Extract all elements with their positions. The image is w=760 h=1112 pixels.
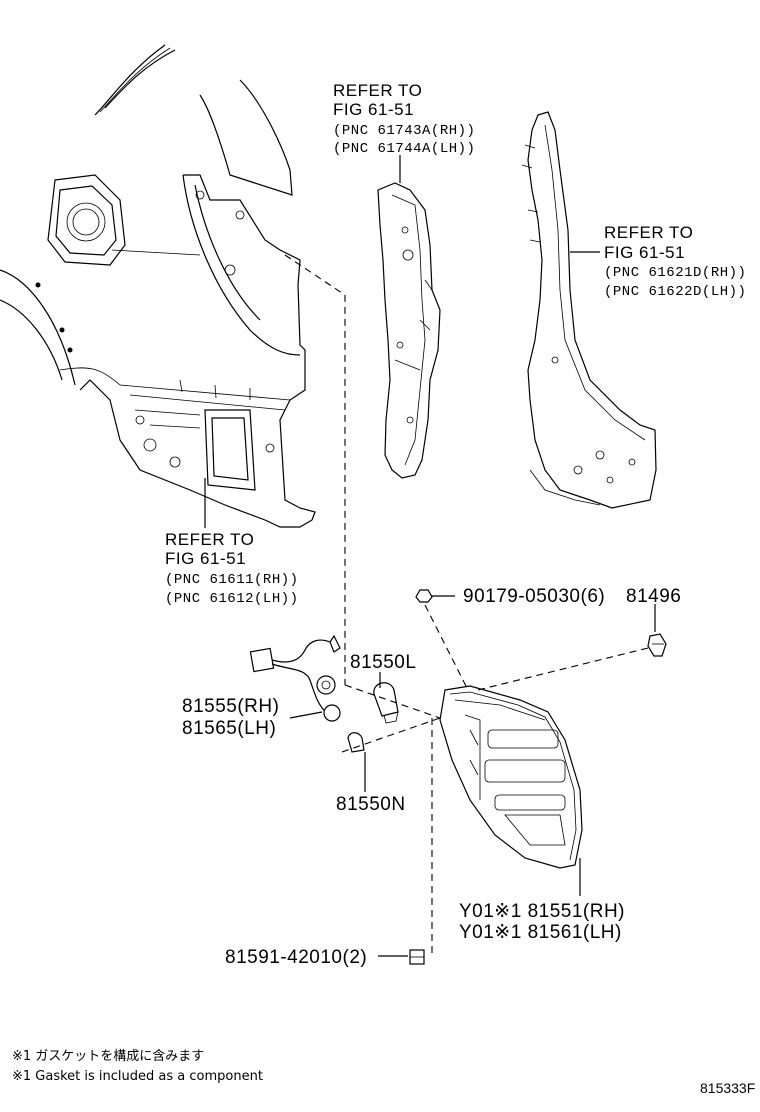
part-label-socket-rh: 81555(RH) xyxy=(182,696,279,717)
ref-line1: REFER TO xyxy=(333,81,422,100)
dashed-guide-lines xyxy=(284,254,649,955)
footnotes: ※1 ガスケットを構成に含みます ※1 Gasket is included a… xyxy=(12,1048,263,1084)
reference-upper-center: REFER TO FIG 61-51 (PNC 61743A(RH)) (PNC… xyxy=(333,81,475,157)
note-english: ※1 Gasket is included as a component xyxy=(12,1069,263,1084)
ref-line1: REFER TO xyxy=(604,223,693,242)
ref-line2: FIG 61-51 xyxy=(604,243,685,262)
part-label-clip: 81496 xyxy=(626,586,681,607)
socket-wire-drawing xyxy=(249,634,341,722)
rear-pillar-drawing xyxy=(521,111,657,509)
ref-line2: FIG 61-51 xyxy=(165,549,246,568)
screw-icon xyxy=(415,589,433,603)
ref-pnc1: (PNC 61743A(RH)) xyxy=(333,123,475,139)
part-label-nut: 81591-42010(2) xyxy=(225,947,367,968)
part-label-lamp-lh: Y01※1 81561(LH) xyxy=(459,922,622,943)
figure-code: 815333F xyxy=(700,1080,755,1096)
part-labels: 90179-05030(6) 81496 81550L 81555(RH) 81… xyxy=(182,586,681,968)
bulb-81550l-drawing xyxy=(373,682,399,724)
part-label-lamp-rh: Y01※1 81551(RH) xyxy=(459,901,625,922)
reference-right: REFER TO FIG 61-51 (PNC 61621D(RH)) (PNC… xyxy=(604,223,746,300)
clip-icon xyxy=(647,633,667,657)
ref-pnc2: (PNC 61612(LH)) xyxy=(165,591,299,607)
ref-pnc1: (PNC 61611(RH)) xyxy=(165,572,299,588)
note-japanese: ※1 ガスケットを構成に含みます xyxy=(12,1048,204,1064)
bulb-81550n-drawing xyxy=(347,732,365,753)
part-label-bulb-l: 81550L xyxy=(350,652,416,673)
part-label-bulb-n: 81550N xyxy=(336,794,406,815)
nut-icon xyxy=(409,949,425,965)
tail-lamp-drawing xyxy=(439,685,583,869)
part-label-socket-lh: 81565(LH) xyxy=(182,718,276,739)
quarter-panel-drawing xyxy=(0,44,316,528)
ref-pnc2: (PNC 61744A(LH)) xyxy=(333,141,475,157)
ref-pnc2: (PNC 61622D(LH)) xyxy=(604,284,746,300)
part-label-screw: 90179-05030(6) xyxy=(463,586,605,607)
reference-left: REFER TO FIG 61-51 (PNC 61611(RH)) (PNC … xyxy=(165,530,299,607)
ref-line1: REFER TO xyxy=(165,530,254,549)
ref-pnc1: (PNC 61621D(RH)) xyxy=(604,265,746,281)
ref-line2: FIG 61-51 xyxy=(333,100,414,119)
leader-lines xyxy=(204,478,656,957)
center-pillar-reinforcement-drawing xyxy=(377,155,441,479)
